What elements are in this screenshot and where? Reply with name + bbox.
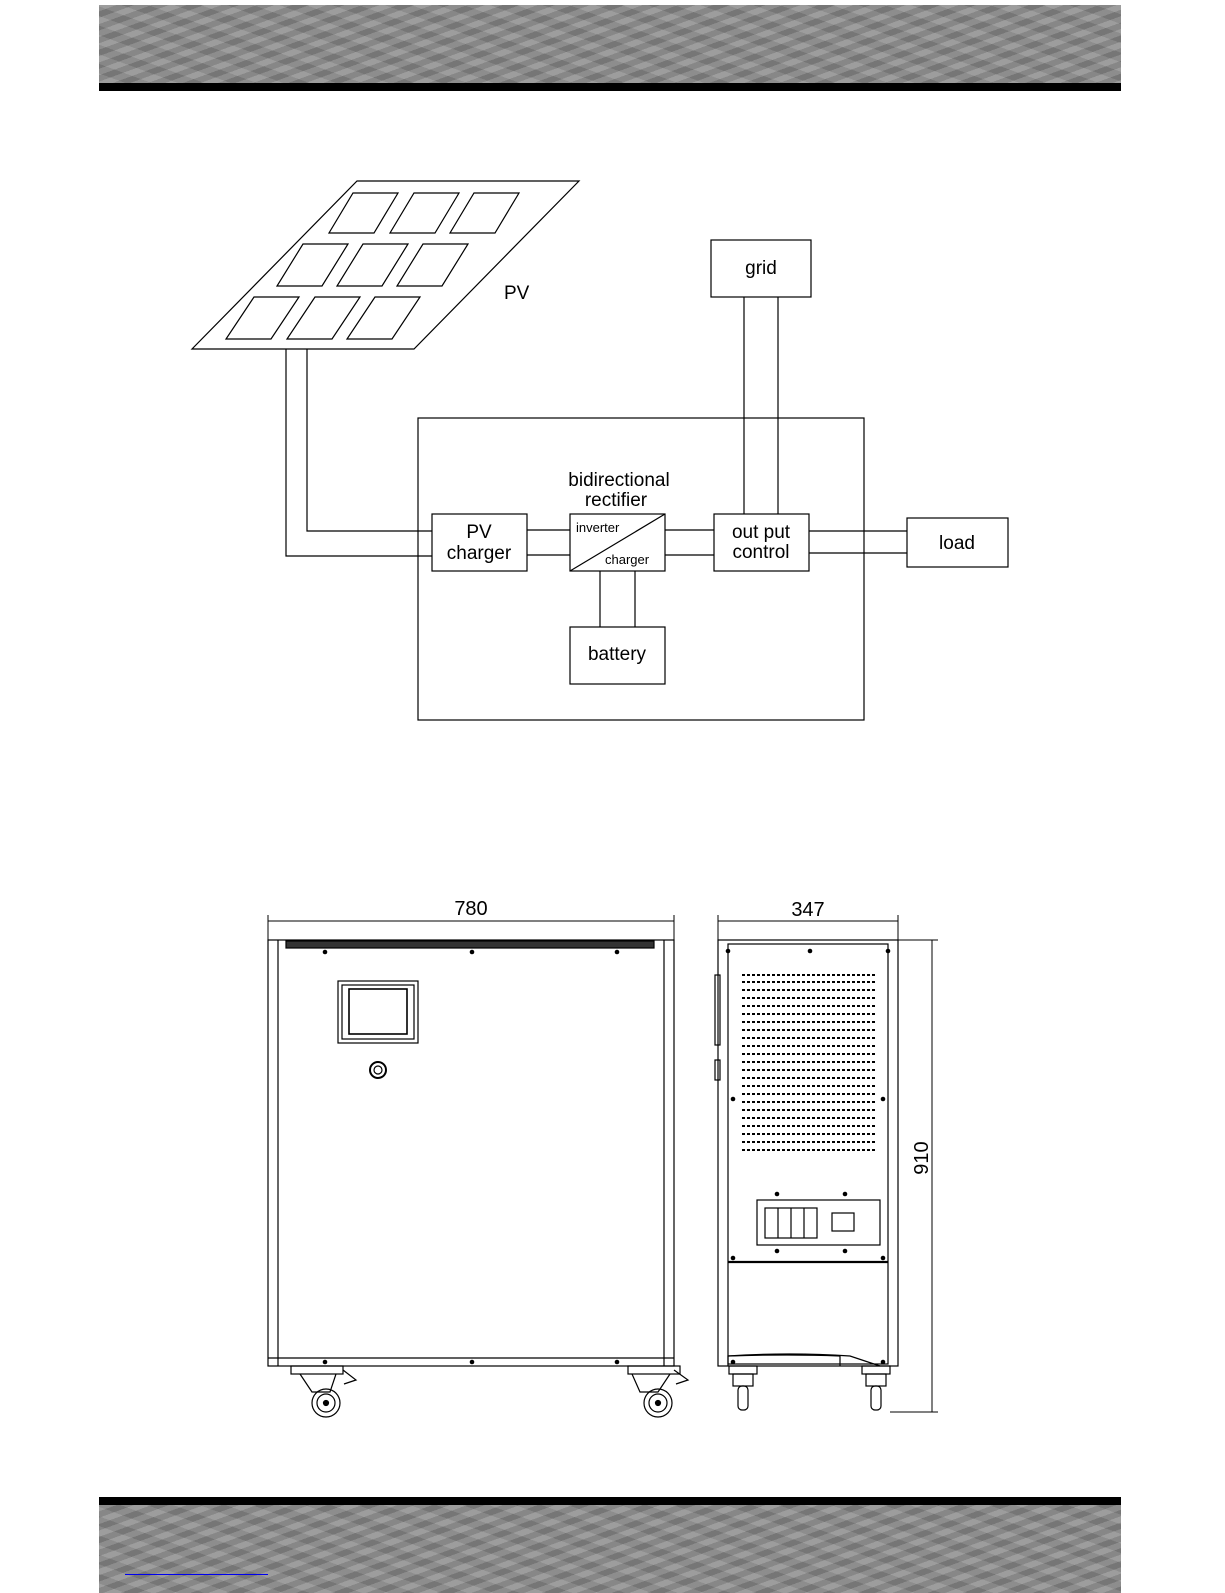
- pv-cells: [226, 193, 519, 339]
- side-caster-left: [729, 1366, 757, 1410]
- inverter-enclosure: [418, 418, 864, 720]
- front-view-cabinet: [268, 940, 674, 1366]
- pv-panel-icon: [192, 181, 579, 349]
- rectifier-title-line2: rectifier: [585, 490, 648, 511]
- output-control-label-line1: out put: [732, 522, 791, 543]
- front-caster-left: [291, 1366, 356, 1417]
- height-dimension: 910: [911, 1141, 933, 1174]
- dimension-drawings: 780 347 910: [0, 880, 1225, 1420]
- battery-label: battery: [588, 644, 647, 665]
- pv-charger-label-line2: charger: [447, 543, 512, 564]
- rectifier-title-line1: bidirectional: [568, 470, 669, 491]
- front-caster-right: [628, 1366, 688, 1417]
- side-depth-dimension: 347: [791, 899, 824, 921]
- front-width-dimension: 780: [454, 898, 487, 920]
- grid-label: grid: [745, 258, 777, 279]
- rectifier-charger-label: charger: [605, 552, 650, 567]
- load-label: load: [939, 533, 975, 554]
- rectifier-inverter-label: inverter: [576, 520, 620, 535]
- side-vent-grille: [742, 975, 876, 1150]
- footer-band: [99, 1497, 1121, 1593]
- output-control-label-line2: control: [732, 542, 789, 563]
- pv-label: PV: [504, 283, 530, 304]
- side-view-cabinet: [715, 940, 898, 1366]
- footer-link[interactable]: [125, 1574, 268, 1575]
- side-caster-right: [862, 1366, 890, 1410]
- system-block-diagram: PV grid load battery PV charger bidirect…: [0, 0, 1225, 800]
- pv-charger-label-line1: PV: [466, 522, 492, 543]
